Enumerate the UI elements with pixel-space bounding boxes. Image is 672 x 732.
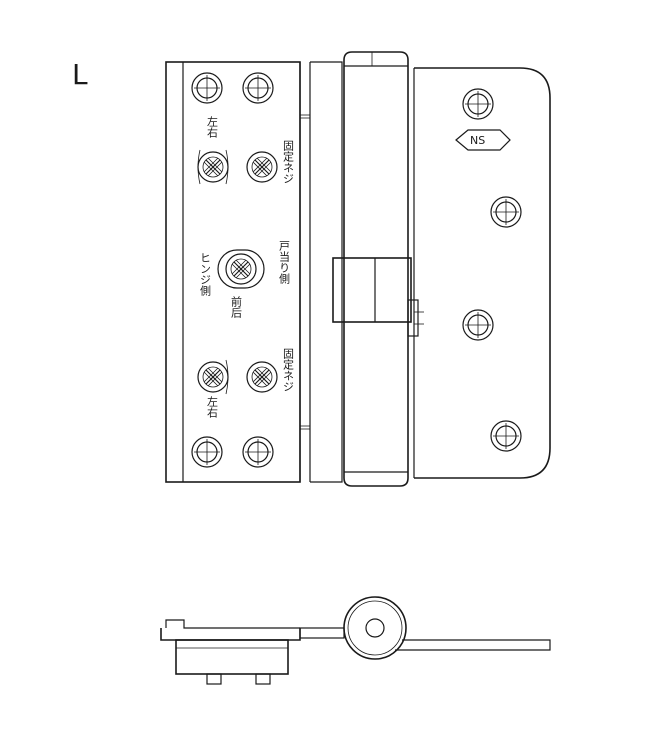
fixing-screw xyxy=(246,151,278,183)
label-door-side: 戸当り側 xyxy=(278,240,291,284)
mounting-hole xyxy=(242,436,274,468)
right-leaf xyxy=(413,67,551,479)
label-fixing-screw-bottom: 固定ネジ xyxy=(282,348,295,392)
front-view: NS 左右 固定ネジ 戸当り側 ヒンジ側 前后 固定ネジ 左右 xyxy=(165,51,551,487)
hinge-knuckle xyxy=(332,51,424,487)
left-right-adjust-screw xyxy=(197,361,229,393)
label-front-back: 前后 xyxy=(230,295,243,318)
side-label: L xyxy=(72,58,88,91)
mounting-hole xyxy=(242,72,274,104)
adjust-arrow-icon xyxy=(225,149,229,185)
front-back-adjuster xyxy=(217,249,265,289)
gap-plate xyxy=(300,61,343,483)
ns-badge: NS xyxy=(455,129,511,151)
mounting-hole xyxy=(490,420,522,452)
svg-text:NS: NS xyxy=(470,134,485,147)
adjust-arrow-icon xyxy=(225,359,229,395)
top-view xyxy=(160,596,551,685)
adjust-arrow-icon xyxy=(197,149,201,185)
label-left-right-top: 左右 xyxy=(206,116,219,138)
fixing-screw xyxy=(246,361,278,393)
mounting-hole xyxy=(191,72,223,104)
label-fixing-screw-top: 固定ネジ xyxy=(282,140,295,184)
left-plate xyxy=(165,61,301,483)
mounting-hole xyxy=(191,436,223,468)
left-right-adjust-screw xyxy=(197,151,229,183)
label-left-right-bottom: 左右 xyxy=(206,396,219,418)
label-hinge-side: ヒンジ側 xyxy=(199,252,212,296)
mounting-hole xyxy=(462,309,494,341)
mounting-hole xyxy=(490,196,522,228)
mounting-hole xyxy=(462,88,494,120)
